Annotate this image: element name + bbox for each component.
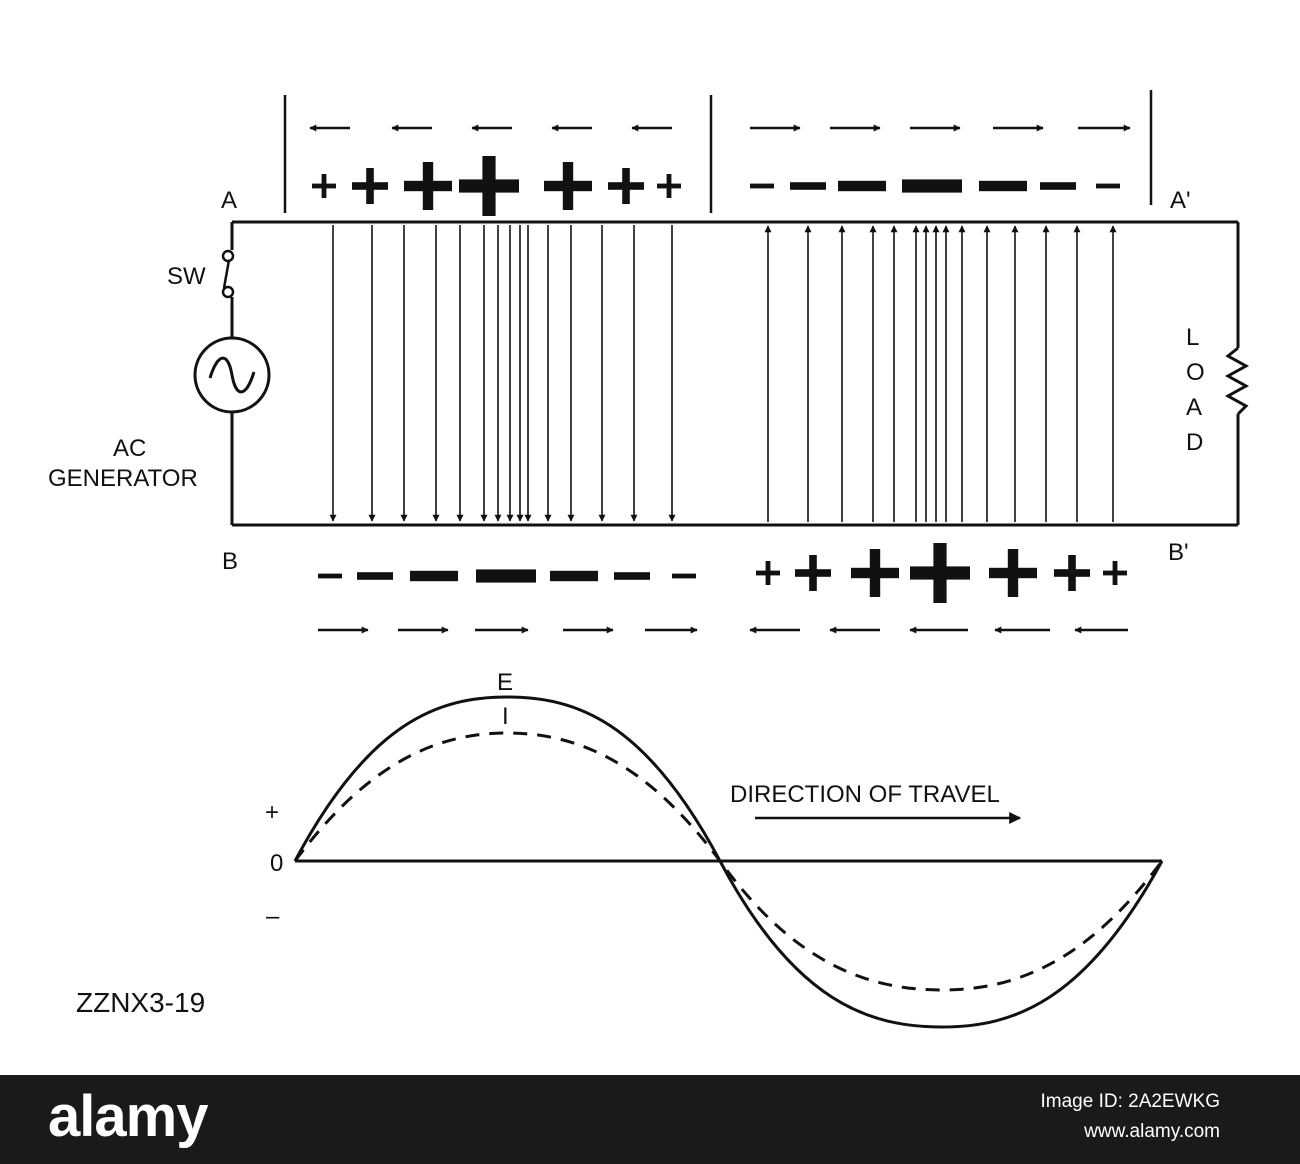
minus-charge-bar — [614, 572, 650, 580]
minus-charge-bar — [790, 182, 826, 190]
minus-charge-bar — [672, 573, 696, 579]
generator-circuit — [193, 222, 271, 525]
current-curve-i — [293, 731, 1164, 992]
label-current-i: I — [502, 703, 509, 730]
site-url-link[interactable]: www.alamy.com — [1084, 1121, 1220, 1142]
plus-charge-bar — [562, 162, 574, 210]
figure-id: ZZNX3-19 — [76, 987, 205, 1018]
label-b: B — [222, 548, 238, 575]
label-load-letter: A — [1186, 394, 1202, 421]
label-plus-axis: + — [265, 799, 279, 826]
minus-charge-bar — [1040, 182, 1076, 190]
switch-blade-icon — [222, 259, 231, 289]
transmission-line-diagram: A A' B B' SW AC GENERATOR L O A D E I + … — [48, 90, 1250, 1029]
minus-charge-bar — [750, 183, 774, 189]
minus-charge-bar — [476, 569, 536, 583]
load-circuit — [1224, 222, 1250, 525]
plus-charge-bar — [321, 174, 327, 198]
switch-contact-bottom — [221, 285, 235, 299]
bottom-right-positive-charges — [756, 543, 1127, 603]
switch-contact-top — [221, 249, 235, 263]
label-load-letter: O — [1186, 359, 1205, 386]
top-left-positive-charges — [312, 156, 681, 216]
label-minus-axis: – — [266, 903, 280, 930]
sine-symbol-icon — [208, 356, 256, 394]
plus-charge-bar — [933, 543, 947, 603]
label-direction-of-travel: DIRECTION OF TRAVEL — [730, 781, 1000, 808]
top-right-negative-charges — [750, 179, 1120, 193]
minus-charge-bar — [410, 570, 458, 582]
plus-charge-bar — [869, 549, 881, 597]
resistor-icon — [1224, 346, 1250, 416]
label-load-letter: L — [1186, 324, 1199, 351]
label-switch: SW — [167, 263, 206, 290]
top-region-separators — [283, 90, 1153, 213]
minus-charge-bar — [838, 180, 886, 192]
minus-charge-bar — [979, 180, 1027, 192]
plus-charge-bar — [666, 174, 672, 198]
label-zero-axis: 0 — [270, 850, 283, 877]
label-a-prime: A' — [1170, 187, 1191, 214]
plus-charge-bar — [1112, 561, 1118, 585]
bottom-left-negative-charges — [318, 569, 696, 583]
plus-charge-bar — [809, 555, 817, 591]
brand-logo[interactable]: alamy — [48, 1084, 208, 1149]
plus-charge-bar — [1068, 555, 1076, 591]
plus-charge-bar — [482, 156, 496, 216]
label-b-prime: B' — [1168, 539, 1189, 566]
image-id-text: Image ID: 2A2EWKG — [1040, 1091, 1220, 1112]
minus-charge-bar — [902, 179, 962, 193]
minus-charge-bar — [1096, 183, 1120, 189]
minus-charge-bar — [550, 570, 598, 582]
label-generator-line2: GENERATOR — [48, 465, 198, 492]
plus-charge-bar — [1007, 549, 1019, 597]
plus-charge-bar — [622, 168, 630, 204]
plus-charge-bar — [422, 162, 434, 210]
plus-charge-bar — [366, 168, 374, 204]
plus-charge-bar — [765, 561, 771, 585]
label-voltage-e: E — [497, 669, 513, 696]
minus-charge-bar — [318, 573, 342, 579]
footer-bar: alamy Image ID: 2A2EWKG www.alamy.com — [0, 1075, 1300, 1164]
waveform-graph: E I + 0 – DIRECTION OF TRAVEL — [265, 669, 1164, 1029]
label-load-letter: D — [1186, 429, 1203, 456]
label-generator-line1: AC — [113, 435, 146, 462]
minus-charge-bar — [357, 572, 393, 580]
label-a: A — [221, 187, 237, 214]
field-lines-upward — [764, 225, 1117, 522]
field-lines-downward — [329, 225, 676, 522]
label-load: L O A D — [1186, 324, 1205, 456]
